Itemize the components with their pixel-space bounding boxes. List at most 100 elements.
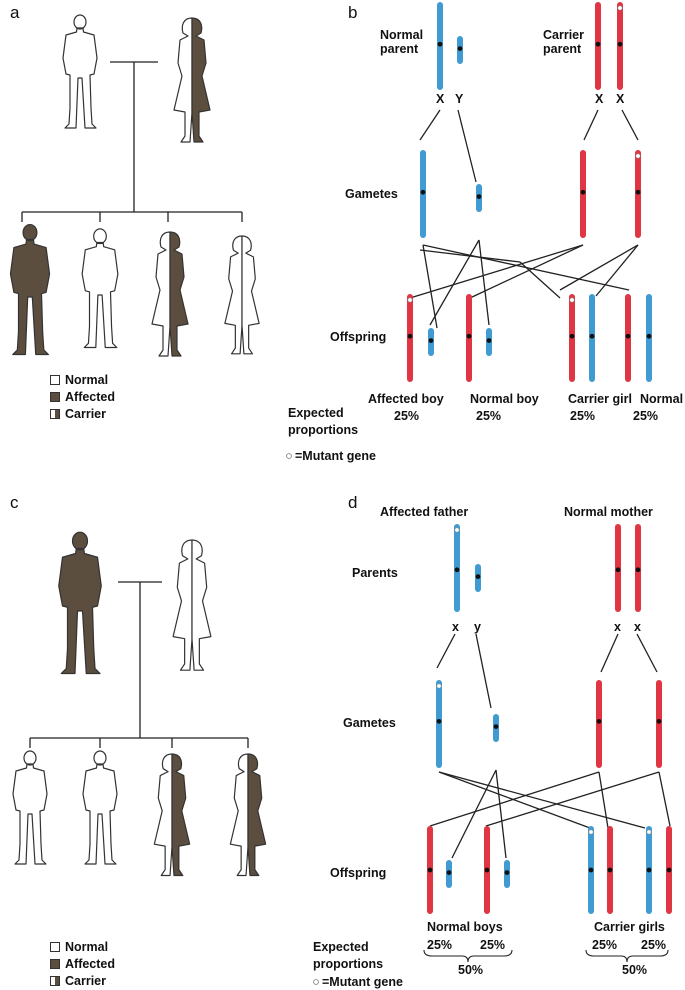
normal-boy-pct-1: 25% [427, 938, 453, 952]
normal-son-figure [81, 228, 119, 349]
x-chromosome-icon [596, 680, 602, 768]
centromere-icon [493, 724, 499, 729]
centromere-icon [486, 338, 492, 343]
affected-swatch-icon [50, 392, 60, 402]
connector-line [422, 244, 438, 329]
normal-son-figure [82, 750, 118, 865]
x-chromosome-icon [656, 680, 662, 768]
carrier-girl-pct: 25% [570, 409, 596, 423]
affected-father-figure [58, 531, 102, 675]
expected-proportions-label: Expected proportions [288, 406, 359, 437]
carrier-daughter-figure-right [171, 753, 191, 877]
connector-line [419, 249, 521, 263]
mutant-gene-icon [569, 297, 575, 303]
mutant-gene-legend-icon [286, 453, 292, 459]
centromere-icon [420, 189, 426, 195]
y-label: y [474, 620, 481, 634]
normal-daughter-figure-right [241, 235, 260, 355]
legend-carrier-2: Carrier [50, 974, 106, 988]
centromere-icon [476, 194, 482, 200]
normal-parent-label: Normal parent [380, 28, 424, 56]
centromere-icon [617, 41, 623, 47]
affected-father-label: Affected father [380, 505, 469, 519]
connector-line [519, 261, 561, 299]
affected-boy-pct: 25% [394, 409, 420, 423]
panel-label-d: d [348, 493, 358, 512]
carrier-parent-label: Carrier parent [543, 28, 584, 56]
centromere-icon [607, 867, 613, 873]
connector-line [438, 771, 646, 829]
mutant-gene-label: =Mutant gene [295, 449, 376, 463]
centromere-icon [588, 867, 594, 873]
father-figure [62, 14, 98, 129]
centromere-icon [484, 867, 490, 873]
normal-boys-total: 50% [458, 963, 484, 977]
x-chromosome-mutant-icon [436, 680, 442, 768]
legend-affected-2: Affected [50, 957, 115, 971]
centromere-icon [656, 718, 662, 724]
carrier-mother-figure-right [191, 17, 211, 143]
mutant-gene-label: =Mutant gene [322, 975, 403, 989]
normal-boys-brace [423, 949, 513, 963]
mutant-gene-icon [407, 297, 413, 303]
panel-label-a: a [10, 3, 20, 22]
centromere-icon [635, 567, 641, 573]
connector-line [598, 771, 609, 829]
legend-affected-label: Affected [65, 390, 116, 404]
parents-label: Parents [352, 566, 398, 580]
legend-normal: Normal [50, 373, 108, 387]
centromere-icon [589, 333, 595, 339]
legend-affected: Affected [50, 390, 115, 404]
normal-mother-figure-right [191, 539, 212, 671]
connector-line [595, 244, 639, 297]
centromere-icon [428, 338, 434, 343]
normal-mother-label: Normal mother [564, 505, 653, 519]
affected-swatch-icon [50, 959, 60, 969]
centromere-icon [504, 870, 510, 875]
centromere-icon [407, 333, 413, 339]
carrier-daughter-figure-right [169, 231, 189, 357]
centromere-icon [580, 189, 586, 195]
carrier-daughter-figure-right [247, 753, 267, 877]
connector-line [621, 109, 639, 141]
legend-normal-label: Normal [65, 940, 109, 954]
normal-boy-pct-2: 25% [480, 938, 506, 952]
legend-normal-2: Normal [50, 940, 108, 954]
carrier-swatch-icon [50, 409, 60, 419]
normal-swatch-icon [50, 375, 60, 385]
centromere-icon [466, 333, 472, 339]
carrier-girl-pct-1: 25% [592, 938, 618, 952]
connector-line [409, 244, 584, 299]
x-label: x [614, 620, 621, 634]
legend-carrier-label: Carrier [65, 974, 106, 988]
expected-proportions-label: Expected proportions [313, 940, 384, 971]
connector-line [583, 109, 599, 141]
x-label: x [452, 620, 459, 634]
panel-label-b: b [348, 3, 358, 22]
connector-line [457, 109, 477, 183]
centromere-icon [437, 41, 443, 47]
centromere-icon [646, 867, 652, 873]
connector-line [485, 771, 660, 827]
mutant-gene-icon [588, 829, 594, 835]
connector-line [429, 239, 480, 326]
centromere-icon [569, 333, 575, 339]
connector-line [436, 633, 456, 669]
normal-boys-label: Normal boys [427, 920, 503, 934]
affected-son-figure [9, 224, 51, 356]
offspring-label: Offspring [330, 866, 387, 880]
legend-normal-label: Normal [65, 373, 109, 387]
centromere-icon [436, 718, 442, 724]
gametes-label: Gametes [345, 187, 398, 201]
affected-boy-label: Affected boy [368, 392, 444, 406]
normal-boy-pct: 25% [476, 409, 502, 423]
connector-line [600, 633, 619, 673]
carrier-girl-pct-2: 25% [641, 938, 667, 952]
x-label: X [436, 92, 445, 106]
centromere-icon [427, 867, 433, 873]
centromere-icon [446, 870, 452, 875]
connector-line [451, 769, 497, 859]
centromere-icon [646, 333, 652, 339]
connector-line [419, 109, 441, 141]
